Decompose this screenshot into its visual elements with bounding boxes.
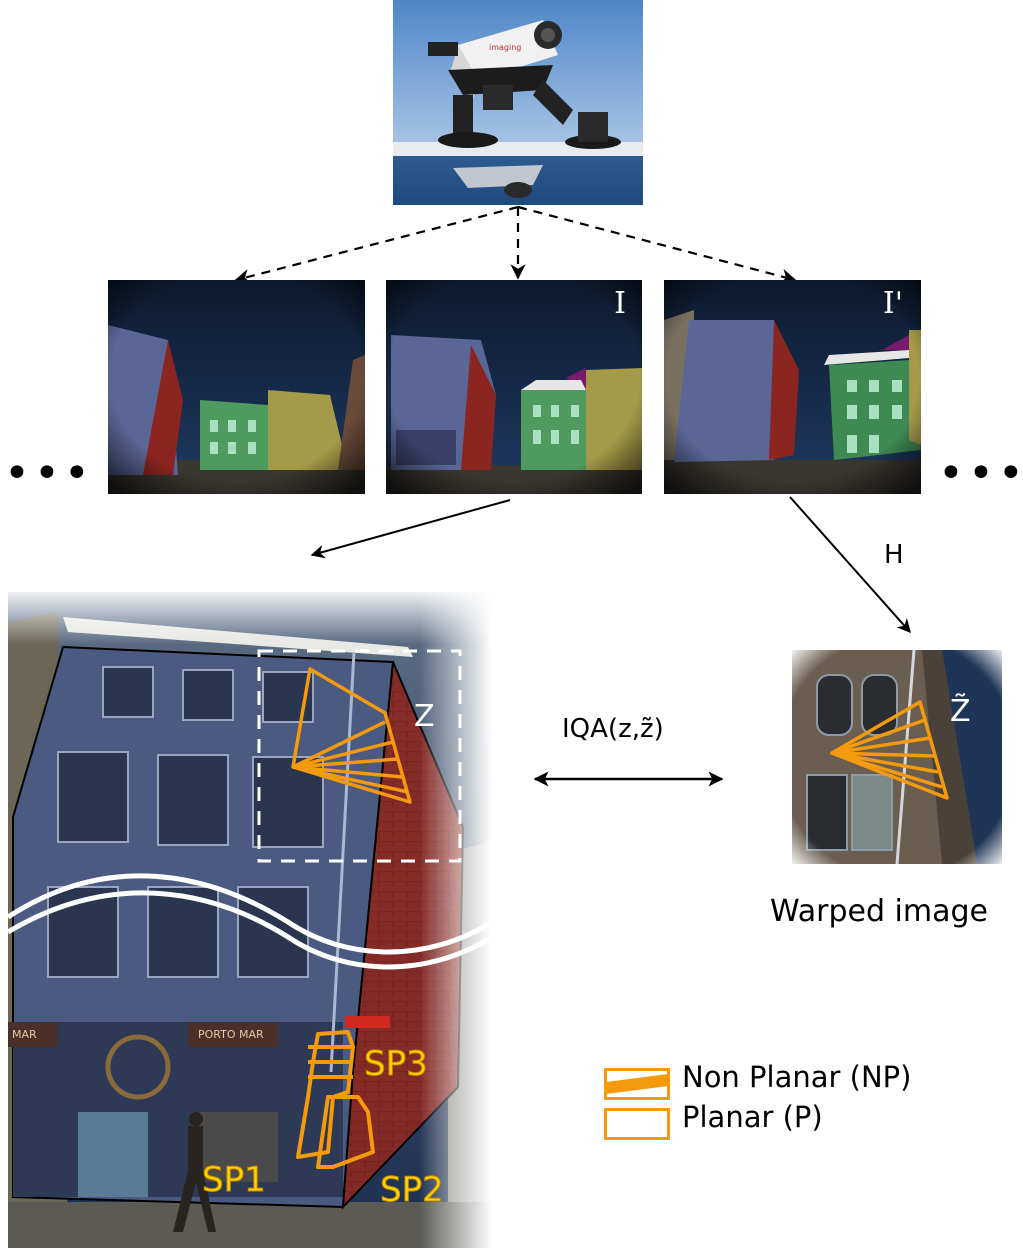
superpixel-sp2: SP2	[380, 1170, 445, 1211]
ellipsis-right: •••	[938, 448, 1023, 499]
dashed-arrow-left	[234, 205, 519, 284]
legend-item-non-planar: Non Planar (NP)	[604, 1060, 1004, 1100]
frame-left	[108, 280, 365, 494]
ellipsis-left: •••	[4, 448, 94, 499]
outline-swatch-icon	[604, 1108, 670, 1140]
frame-I-prime-label: I'	[882, 286, 903, 321]
dashed-arrow-right	[517, 205, 797, 284]
warped-image: Z̃	[792, 650, 1002, 864]
hatched-swatch-icon	[604, 1068, 670, 1100]
arrow-homography	[789, 496, 911, 634]
legend-item-planar: Planar (P)	[604, 1100, 1004, 1140]
legend-label-non-planar: Non Planar (NP)	[682, 1060, 912, 1094]
legend-label-planar: Planar (P)	[682, 1100, 823, 1134]
frame-I: I	[386, 280, 642, 494]
warped-patch-label: Z̃	[950, 694, 971, 729]
iqa-label: IQA(z,z̃)	[562, 714, 664, 744]
arrow-to-detail	[310, 499, 511, 559]
legend: Non Planar (NP) Planar (P)	[604, 1060, 1004, 1142]
frame-I-label: I	[614, 286, 626, 321]
sign-porto-mar: PORTO MAR	[198, 1028, 264, 1041]
homography-label: H	[884, 540, 904, 570]
brand-text: imaging	[489, 43, 521, 52]
warped-caption: Warped image	[770, 894, 988, 929]
frame-I-prime: I'	[664, 280, 921, 494]
camera-rig-photo: imaging	[393, 0, 643, 205]
sign-mar: MAR	[12, 1028, 37, 1041]
superpixel-sp3: SP3	[364, 1044, 429, 1085]
patch-z-label: Z	[414, 699, 435, 734]
detail-image: MAR PORTO MAR Z SP3 SP1 SP2	[8, 592, 492, 1248]
superpixel-sp1: SP1	[202, 1160, 267, 1201]
